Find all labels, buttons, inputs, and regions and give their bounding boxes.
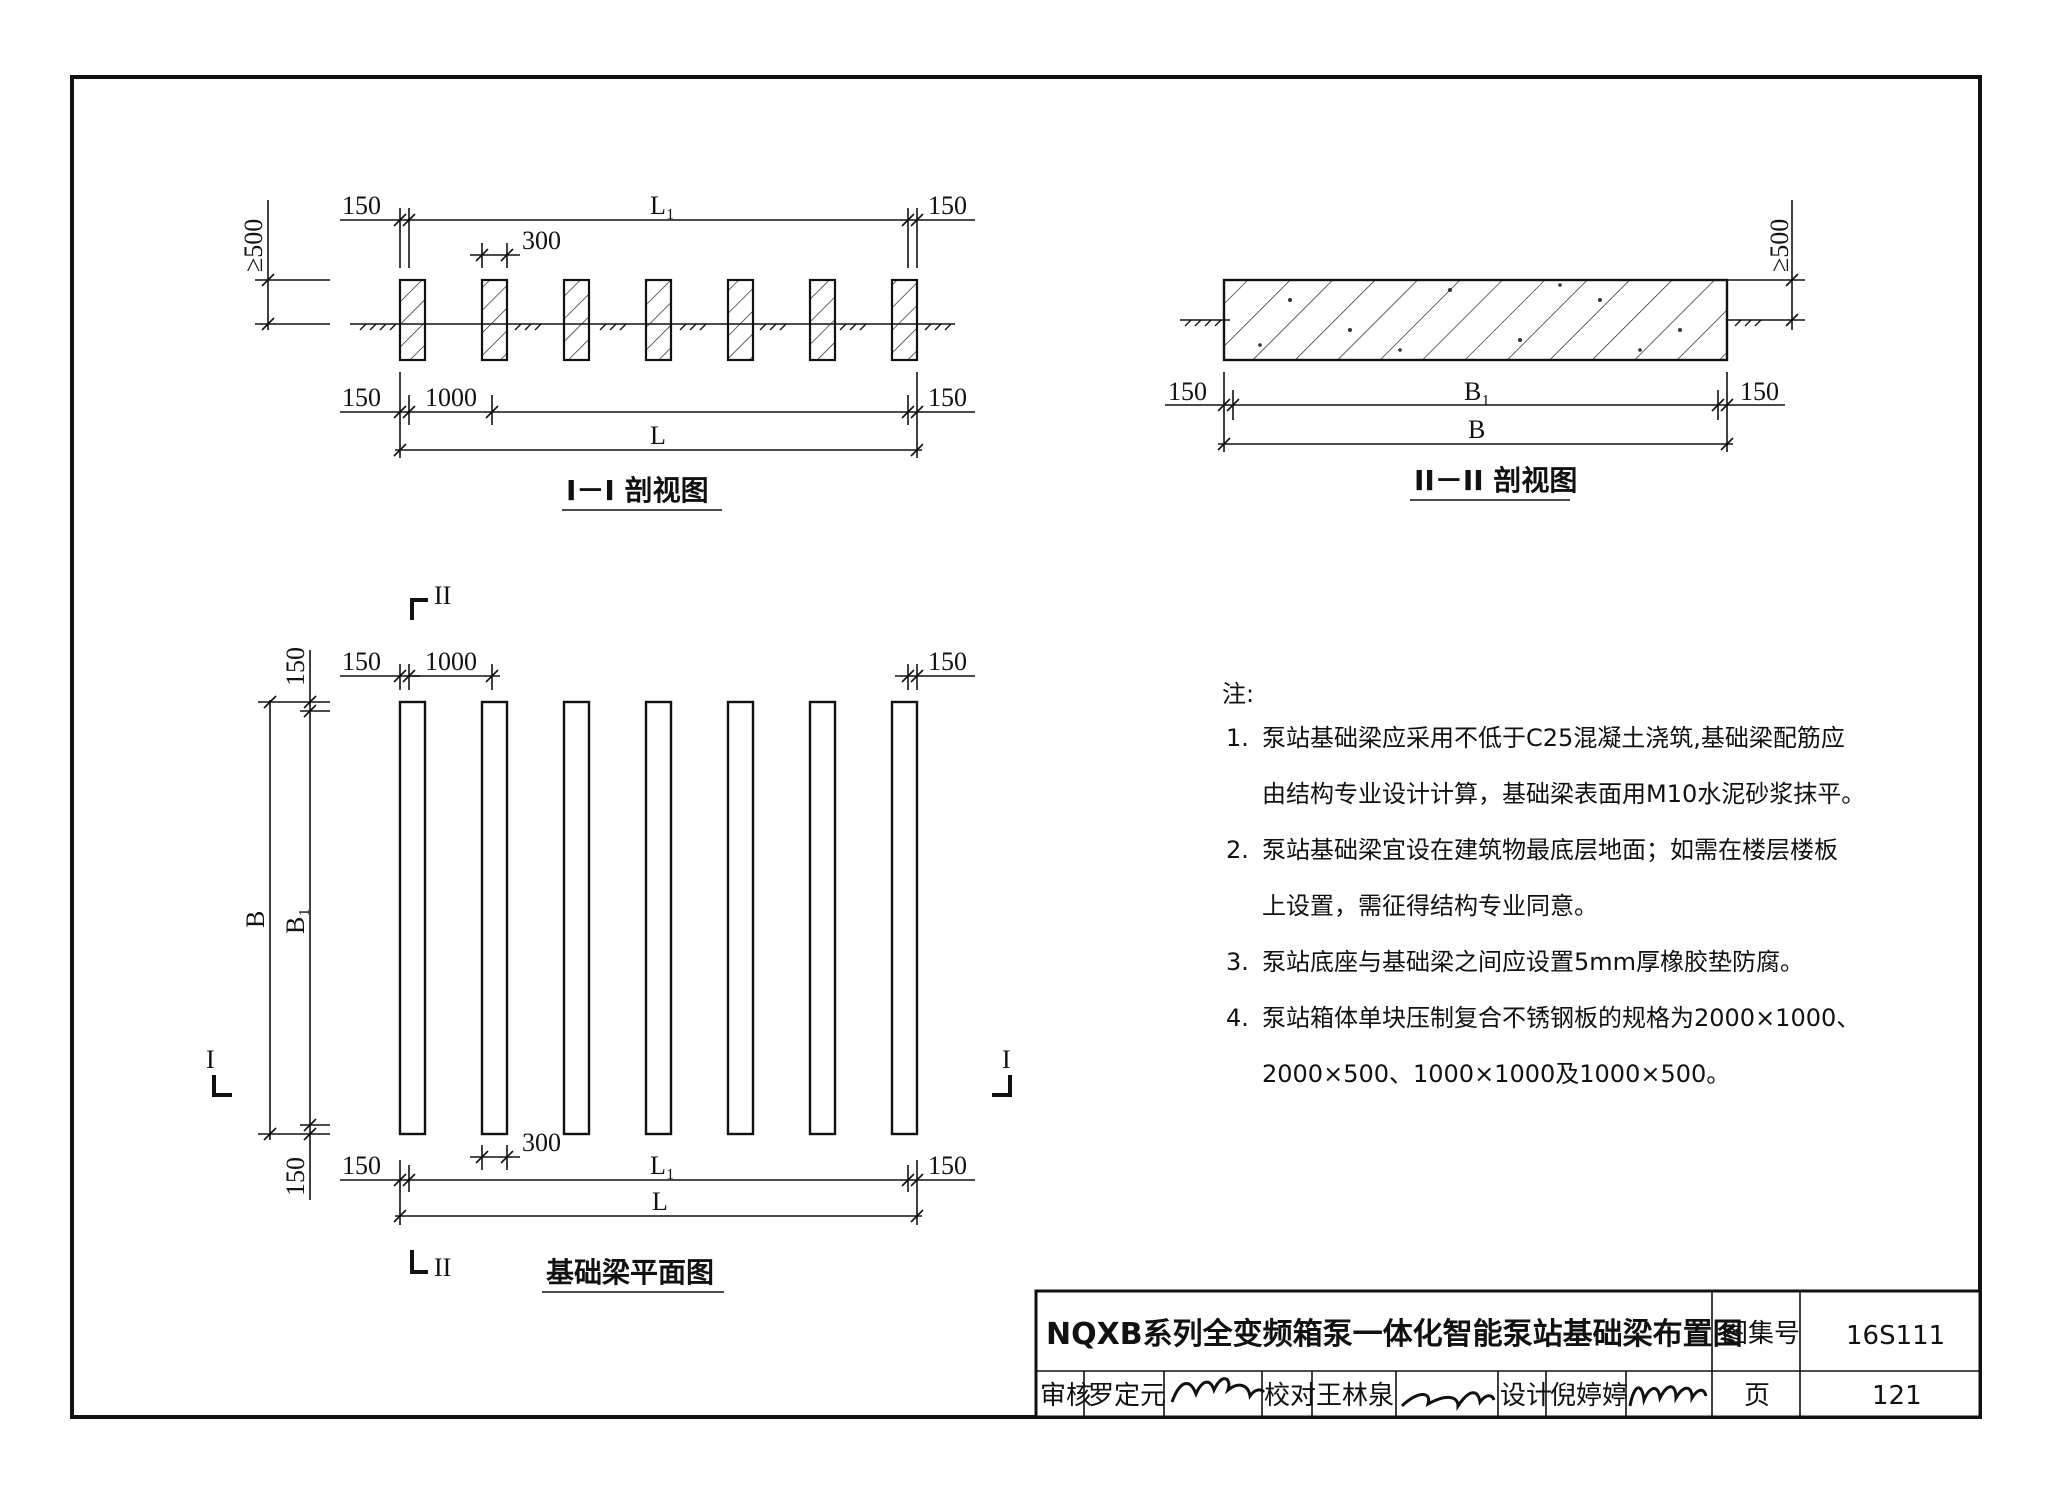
plan-view: II II I I <box>206 581 1012 1293</box>
plan-dim-top-left: 150 <box>342 647 381 676</box>
section-2-bottom-dims <box>1165 372 1785 452</box>
cut-label-i-right: I <box>1002 1045 1011 1074</box>
section-1-bottom-dims <box>340 372 975 458</box>
note-3-number: 3. <box>1226 948 1249 976</box>
checker-signature <box>1400 1391 1496 1411</box>
note-4-number: 4. <box>1226 1004 1249 1032</box>
plan-side-dims <box>258 650 330 1200</box>
atlas-label: 图集号 <box>1722 1319 1800 1349</box>
cut-mark-i-left <box>212 1075 232 1097</box>
plan-dim-bottom-left: 150 <box>342 1151 381 1180</box>
concrete-aggregate-dots <box>1258 283 1682 352</box>
cut-label-ii-top: II <box>434 581 451 610</box>
note-1-number: 1. <box>1226 724 1249 752</box>
plan-dim-side-inner: B₁ <box>281 908 310 934</box>
dim-height-min: ≥500 <box>239 219 268 272</box>
dim-span-inner: L₁ <box>650 191 675 220</box>
beam-sections <box>398 278 919 362</box>
page-label: 页 <box>1744 1381 1770 1411</box>
plan-beams <box>398 700 919 1136</box>
checker-name: 王林泉 <box>1316 1381 1394 1411</box>
dim-height-min-2: ≥500 <box>1765 219 1794 272</box>
section-1-top-dims <box>340 208 975 268</box>
note-2-line-1: 泵站基础梁宜设在建筑物最底层地面；如需在楼层楼板 <box>1262 836 1838 864</box>
note-2-number: 2. <box>1226 836 1249 864</box>
check-label: 校对 <box>1264 1381 1316 1411</box>
sheet-border <box>70 75 1982 1419</box>
plan-bottom-dims <box>340 1145 975 1225</box>
plan-dim-side-top: 150 <box>281 647 310 686</box>
title-block: NQXB系列全变频箱泵一体化智能泵站基础梁布置图 图集号 16S111 审核 罗… <box>1034 1289 1982 1419</box>
section-2-view: ≥500 150 B₁ 150 B II－II 剖视图 <box>1165 200 1805 501</box>
plan-dim-beam-width: 300 <box>522 1128 561 1157</box>
plan-dim-top-spacing: 1000 <box>425 647 477 676</box>
section-2-title: II－II 剖视图 <box>1414 464 1577 497</box>
note-4-line-1: 泵站箱体单块压制复合不锈钢板的规格为2000×1000、 <box>1262 1004 1860 1032</box>
note-3-line-1: 泵站底座与基础梁之间应设置5mm厚橡胶垫防腐。 <box>1262 948 1804 976</box>
designer-name: 倪婷婷 <box>1550 1381 1628 1411</box>
plan-dim-span-inner: L₁ <box>650 1151 675 1180</box>
note-2-line-2: 上设置，需征得结构专业同意。 <box>1262 892 1598 920</box>
dim-beam-width: 300 <box>522 226 561 255</box>
note-1-line-1: 泵站基础梁应采用不低于C25混凝土浇筑,基础梁配筋应 <box>1262 724 1845 752</box>
long-beam-section <box>1222 278 1729 362</box>
plan-title: 基础梁平面图 <box>546 1256 714 1289</box>
notes-block: 注: 1. 泵站基础梁应采用不低于C25混凝土浇筑,基础梁配筋应 由结构专业设计… <box>1222 680 1865 1088</box>
dim-right-edge: 150 <box>928 191 967 220</box>
review-label: 审核 <box>1040 1381 1092 1411</box>
dim-2-length-inner: B₁ <box>1464 377 1490 406</box>
section-1-view: 150 L₁ 150 300 ≥500 150 1000 150 L I－I <box>239 191 975 511</box>
cut-mark-i-right <box>992 1075 1012 1097</box>
plan-top-dims <box>340 664 975 690</box>
cut-mark-ii-top <box>410 598 428 620</box>
plan-dim-side-bottom: 150 <box>281 1157 310 1196</box>
section-1-height-dim <box>255 200 330 331</box>
cut-mark-ii-bottom <box>410 1250 428 1274</box>
plan-dim-bottom-right: 150 <box>928 1151 967 1180</box>
plan-dim-top-right: 150 <box>928 647 967 676</box>
drawing-title: NQXB系列全变频箱泵一体化智能泵站基础梁布置图 <box>1046 1317 1743 1352</box>
designer-signature <box>1628 1385 1708 1407</box>
dim-2-right-edge: 150 <box>1740 377 1779 406</box>
atlas-number: 16S111 <box>1846 1321 1945 1351</box>
reviewer-name: 罗定元 <box>1088 1381 1166 1411</box>
section-2-height-dim <box>1727 200 1805 330</box>
dim-bottom-right-edge: 150 <box>928 383 967 412</box>
dim-2-length-total: B <box>1468 415 1485 444</box>
cut-label-i-left: I <box>206 1045 215 1074</box>
dim-left-edge: 150 <box>342 191 381 220</box>
note-4-line-2: 2000×500、1000×1000及1000×500。 <box>1262 1060 1730 1088</box>
plan-dim-span-total: L <box>652 1187 668 1216</box>
page-number: 121 <box>1872 1381 1922 1411</box>
section-1-title: I－I 剖视图 <box>566 474 709 507</box>
dim-2-left-edge: 150 <box>1168 377 1207 406</box>
notes-heading: 注: <box>1222 680 1254 708</box>
reviewer-signature <box>1170 1377 1266 1403</box>
note-1-line-2: 由结构专业设计计算，基础梁表面用M10水泥砂浆抹平。 <box>1262 780 1865 808</box>
dim-spacing: 1000 <box>425 383 477 412</box>
plan-dim-side-total: B <box>241 911 270 928</box>
dim-span-total: L <box>650 421 666 450</box>
ground-hatch-marks <box>359 323 952 331</box>
cut-label-ii-bottom: II <box>434 1253 451 1282</box>
design-label: 设计 <box>1500 1381 1552 1411</box>
dim-bottom-left-edge: 150 <box>342 383 381 412</box>
